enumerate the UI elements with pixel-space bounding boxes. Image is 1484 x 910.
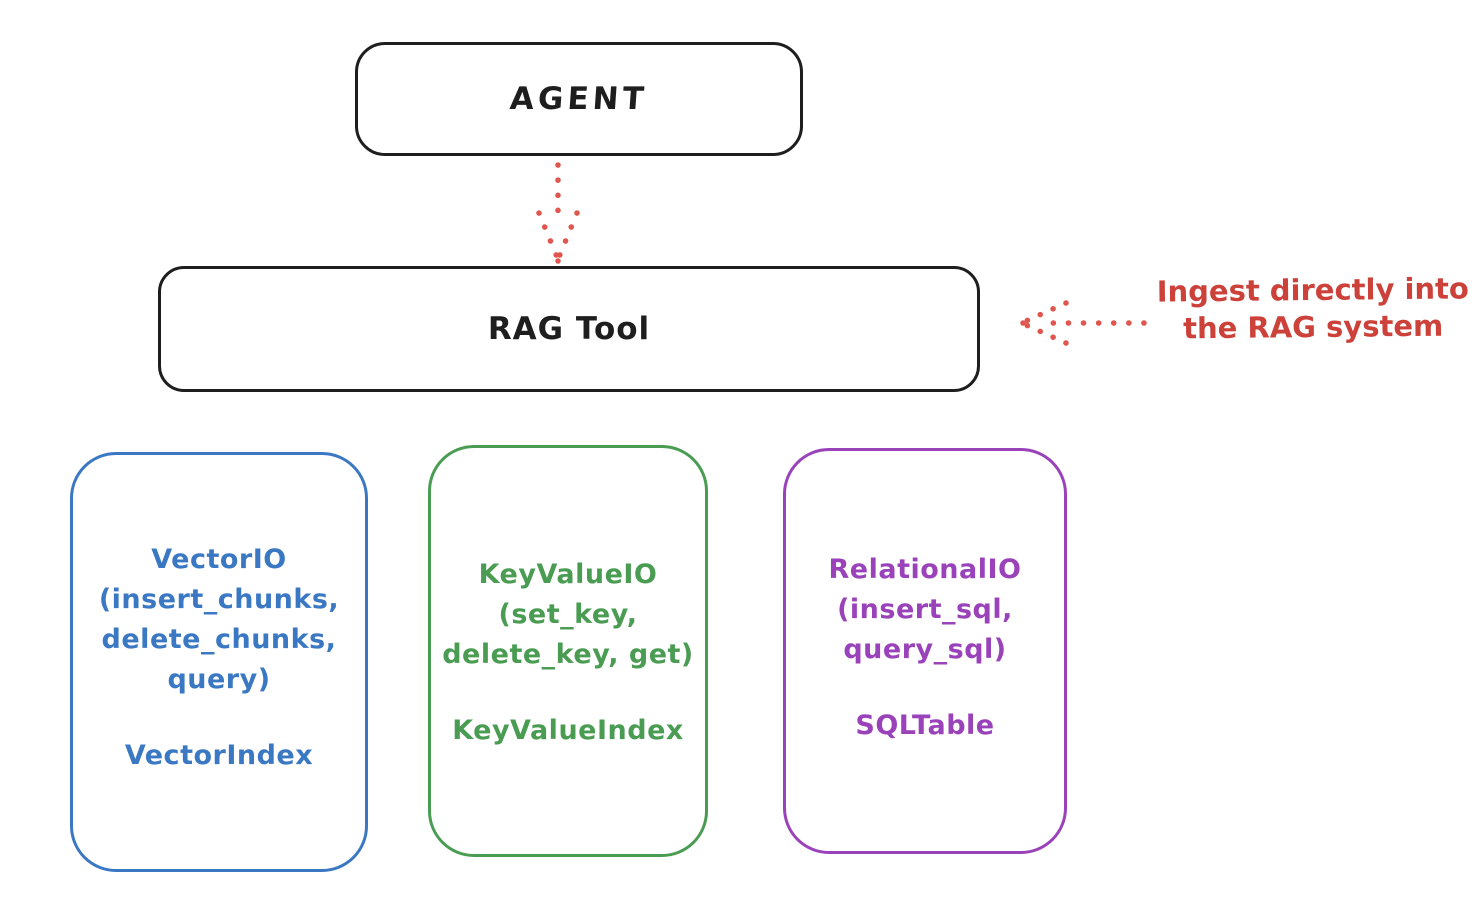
rag-tool-label: RAG Tool — [487, 311, 651, 347]
rag-tool-node: RAG Tool — [158, 266, 980, 392]
agent-label: AGENT — [508, 81, 650, 117]
annotation-ingest-note: Ingest directly into the RAG system — [1142, 270, 1484, 348]
agent-node: AGENT — [355, 42, 803, 156]
annotation-line-2: the RAG system — [1182, 308, 1444, 346]
keyvalue-index-label: KeyValueIndex — [452, 715, 684, 746]
vector-io-methods: VectorIO (insert_chunks, delete_chunks, … — [98, 544, 340, 695]
dotted-arrow-down-icon — [536, 162, 580, 264]
vector-index-label: VectorIndex — [124, 740, 314, 771]
keyvalue-io-node: KeyValueIO (set_key, delete_key, get) Ke… — [428, 445, 708, 857]
relational-io-methods: RelationalIO (insert_sql, query_sql) — [828, 554, 1022, 665]
keyvalue-io-methods: KeyValueIO (set_key, delete_key, get) — [442, 559, 694, 670]
relational-io-node: RelationalIO (insert_sql, query_sql) SQL… — [783, 448, 1067, 854]
sql-table-label: SQLTable — [855, 710, 995, 741]
annotation-line-1: Ingest directly into — [1156, 271, 1470, 309]
dotted-arrow-left-icon — [1020, 300, 1147, 346]
vector-io-node: VectorIO (insert_chunks, delete_chunks, … — [70, 452, 368, 872]
